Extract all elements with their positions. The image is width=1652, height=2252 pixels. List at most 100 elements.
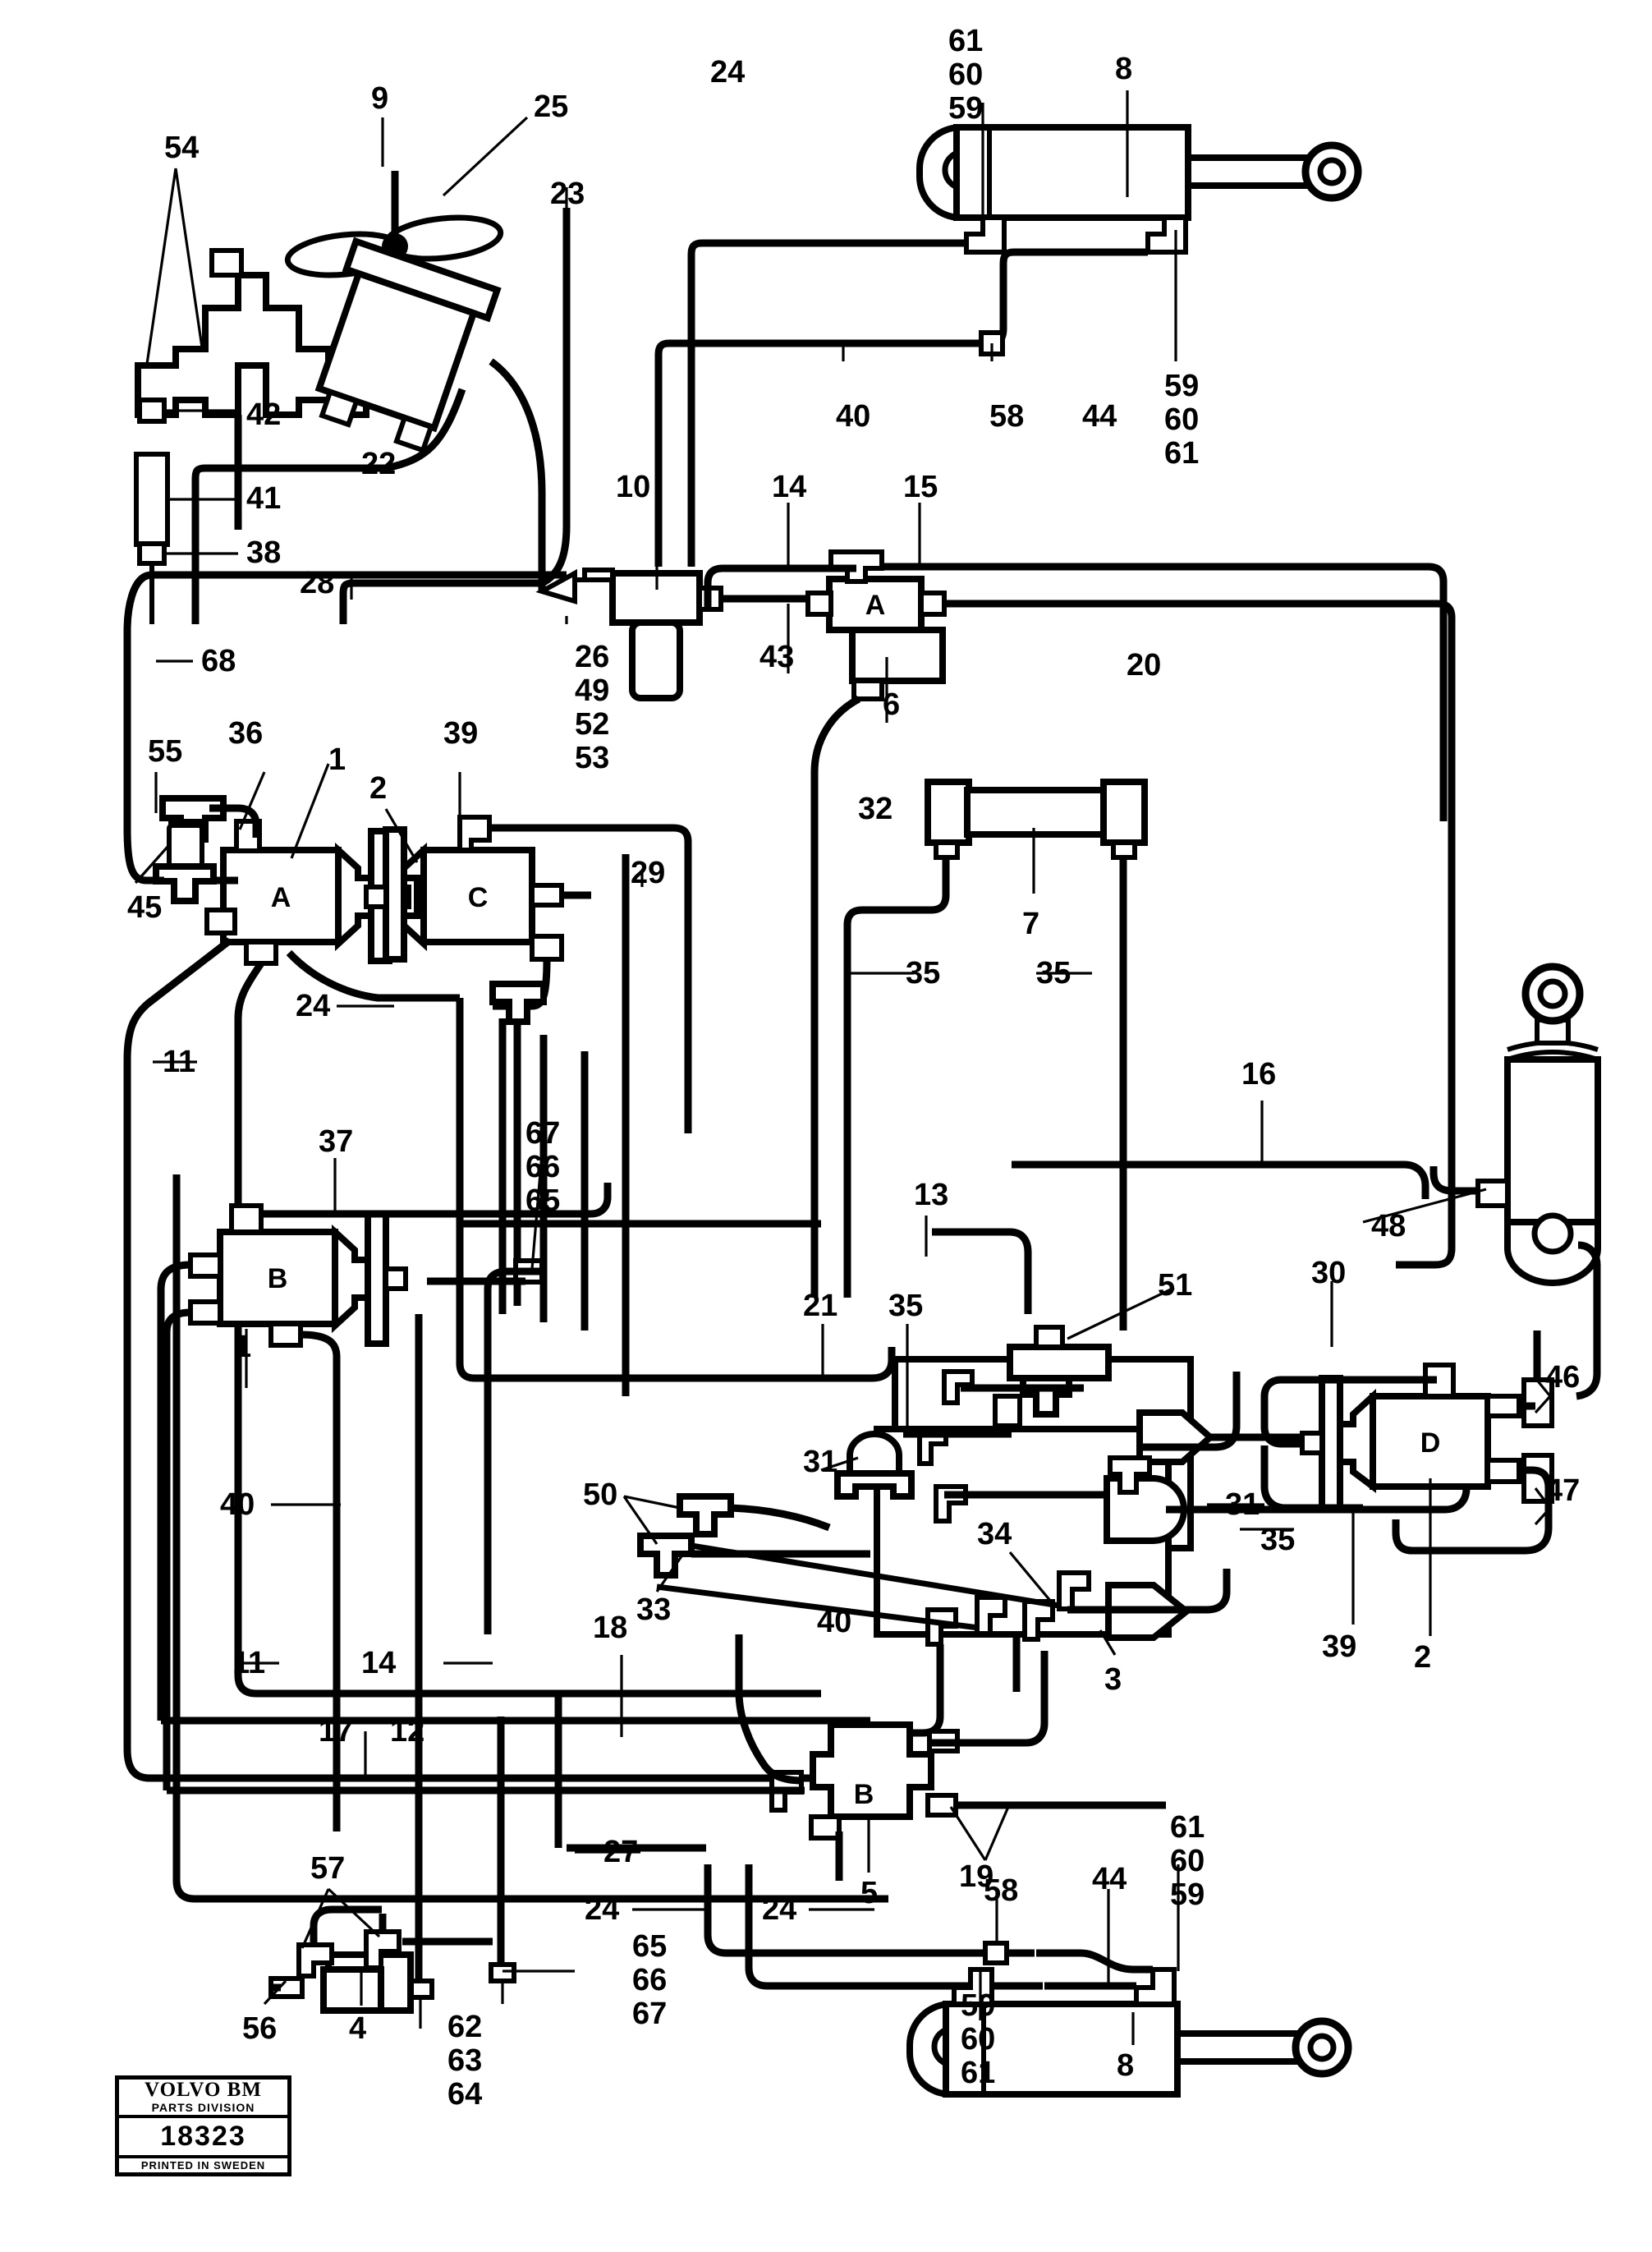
valve-b-left-letter: B xyxy=(268,1263,288,1294)
callout-62-63-64: 62 63 64 xyxy=(447,2010,483,2112)
group-item-9-fan-pump xyxy=(191,116,546,624)
callout-50: 50 xyxy=(583,1478,618,1512)
callout-2-valve-c: 2 xyxy=(369,771,388,806)
callout-1-valve-b: 1 xyxy=(234,1330,252,1364)
title-block-number-row: 18323 xyxy=(119,2118,287,2158)
valve-block-A-left: A xyxy=(123,763,460,1133)
callout-44-top: 44 xyxy=(1082,399,1117,434)
main-control-valve-3 xyxy=(656,1286,1471,1737)
callout-54: 54 xyxy=(164,131,200,165)
callout-58-bottom: 58 xyxy=(984,1873,1019,1908)
callout-21: 21 xyxy=(803,1289,838,1323)
callout-9: 9 xyxy=(371,81,389,116)
title-block: VOLVO BM PARTS DIVISION 18323 PRINTED IN… xyxy=(115,2075,291,2176)
filter-10 xyxy=(535,501,782,701)
valve-c-letter: C xyxy=(468,882,489,913)
cylinder-7 xyxy=(843,779,1148,1331)
callout-39-valve-d: 39 xyxy=(1322,1629,1357,1664)
callout-46: 46 xyxy=(1545,1360,1581,1395)
callout-16: 16 xyxy=(1241,1057,1277,1092)
callout-17: 17 xyxy=(319,1714,354,1749)
callout-5: 5 xyxy=(860,1876,879,1910)
callout-10: 10 xyxy=(616,470,651,504)
valve-d-letter: D xyxy=(1420,1427,1441,1459)
callout-14-left: 14 xyxy=(361,1646,397,1680)
callout-23: 23 xyxy=(550,177,585,211)
callout-34: 34 xyxy=(977,1517,1012,1551)
valve-block-A-top: A xyxy=(704,503,1456,1298)
callout-19: 19 xyxy=(959,1859,994,1894)
callout-37: 37 xyxy=(319,1124,354,1159)
title-block-brand-row: VOLVO BM PARTS DIVISION xyxy=(119,2080,287,2118)
callout-40-mid: 40 xyxy=(817,1605,852,1639)
callout-55: 55 xyxy=(148,734,183,769)
callout-8-top: 8 xyxy=(1115,52,1133,86)
callout-48: 48 xyxy=(1371,1209,1406,1243)
callout-11-upper: 11 xyxy=(163,1045,196,1079)
hose-23-25 xyxy=(339,187,571,624)
callout-24-bottom-left: 24 xyxy=(585,1892,620,1927)
callout-40-top: 40 xyxy=(836,399,871,434)
valve-a-left-letter: A xyxy=(271,882,291,913)
plate-number: 18323 xyxy=(160,2121,246,2152)
callout-24-left: 24 xyxy=(296,989,331,1023)
callout-61-60-59-top: 61 60 59 xyxy=(948,24,984,126)
callout-22: 22 xyxy=(361,447,397,481)
right-feeds xyxy=(925,963,1601,1314)
callout-57: 57 xyxy=(310,1851,346,1886)
callout-24-bottom-right: 24 xyxy=(762,1892,797,1927)
valve-block-B-bottom: B xyxy=(620,1493,1166,1881)
brand-name: VOLVO BM xyxy=(145,2079,262,2101)
printed-in: PRINTED IN SWEDEN xyxy=(140,2159,266,2172)
center-hose-bundle xyxy=(427,854,821,1634)
callout-27: 27 xyxy=(603,1835,639,1869)
callout-1-valve-a: 1 xyxy=(328,742,346,777)
callout-13: 13 xyxy=(914,1178,949,1212)
callout-35-left: 35 xyxy=(906,956,941,990)
callout-30: 30 xyxy=(1311,1256,1347,1290)
left-long-hoses xyxy=(123,937,870,1903)
callout-25: 25 xyxy=(534,90,569,124)
callout-6: 6 xyxy=(883,687,901,722)
valve-block-B-left: B xyxy=(157,1158,612,1831)
valve-a-top-letter: A xyxy=(865,590,886,621)
pump-4-assembly xyxy=(263,1887,493,2014)
callout-59-60-61-top: 59 60 61 xyxy=(1164,369,1200,471)
callout-36: 36 xyxy=(228,716,264,751)
callout-32: 32 xyxy=(858,792,893,826)
callout-41: 41 xyxy=(246,481,282,516)
callout-42: 42 xyxy=(246,398,282,432)
hose-28-68 xyxy=(123,571,567,830)
callout-43: 43 xyxy=(759,640,795,674)
bottom-horizontal-hoses xyxy=(161,1314,1043,2029)
callout-65-66-67: 65 66 67 xyxy=(632,1929,668,2031)
callout-31-right: 31 xyxy=(1225,1487,1260,1522)
callout-20: 20 xyxy=(1127,648,1162,682)
valve-block-D: D xyxy=(1260,1241,1601,1636)
callout-4: 4 xyxy=(349,2011,367,2046)
callout-40-left: 40 xyxy=(220,1487,255,1522)
callout-7: 7 xyxy=(1022,907,1040,941)
valve-b-bottom-letter: B xyxy=(854,1779,874,1810)
callout-12: 12 xyxy=(390,1714,425,1749)
callout-29: 29 xyxy=(631,856,666,890)
callout-33: 33 xyxy=(636,1592,672,1627)
callout-58-top: 58 xyxy=(989,399,1025,434)
callout-68: 68 xyxy=(201,644,236,678)
callout-47: 47 xyxy=(1545,1473,1581,1508)
group-item-54-assembly xyxy=(134,168,369,624)
callout-67-66-65: 67 66 65 xyxy=(525,1116,561,1218)
cylinder-8-bottom xyxy=(906,1864,1352,2098)
callout-14-top: 14 xyxy=(772,470,807,504)
callout-35-lower: 35 xyxy=(1260,1523,1296,1557)
valve-block-C: C xyxy=(364,772,692,1306)
callout-56: 56 xyxy=(242,2011,278,2046)
callout-51: 51 xyxy=(1158,1268,1193,1303)
callout-59-60-61-bottom: 59 60 61 xyxy=(961,1988,996,2090)
callout-8-bottom: 8 xyxy=(1117,2048,1135,2083)
callout-45: 45 xyxy=(127,890,163,925)
callout-44-bottom: 44 xyxy=(1092,1862,1127,1896)
callout-15: 15 xyxy=(903,470,938,504)
